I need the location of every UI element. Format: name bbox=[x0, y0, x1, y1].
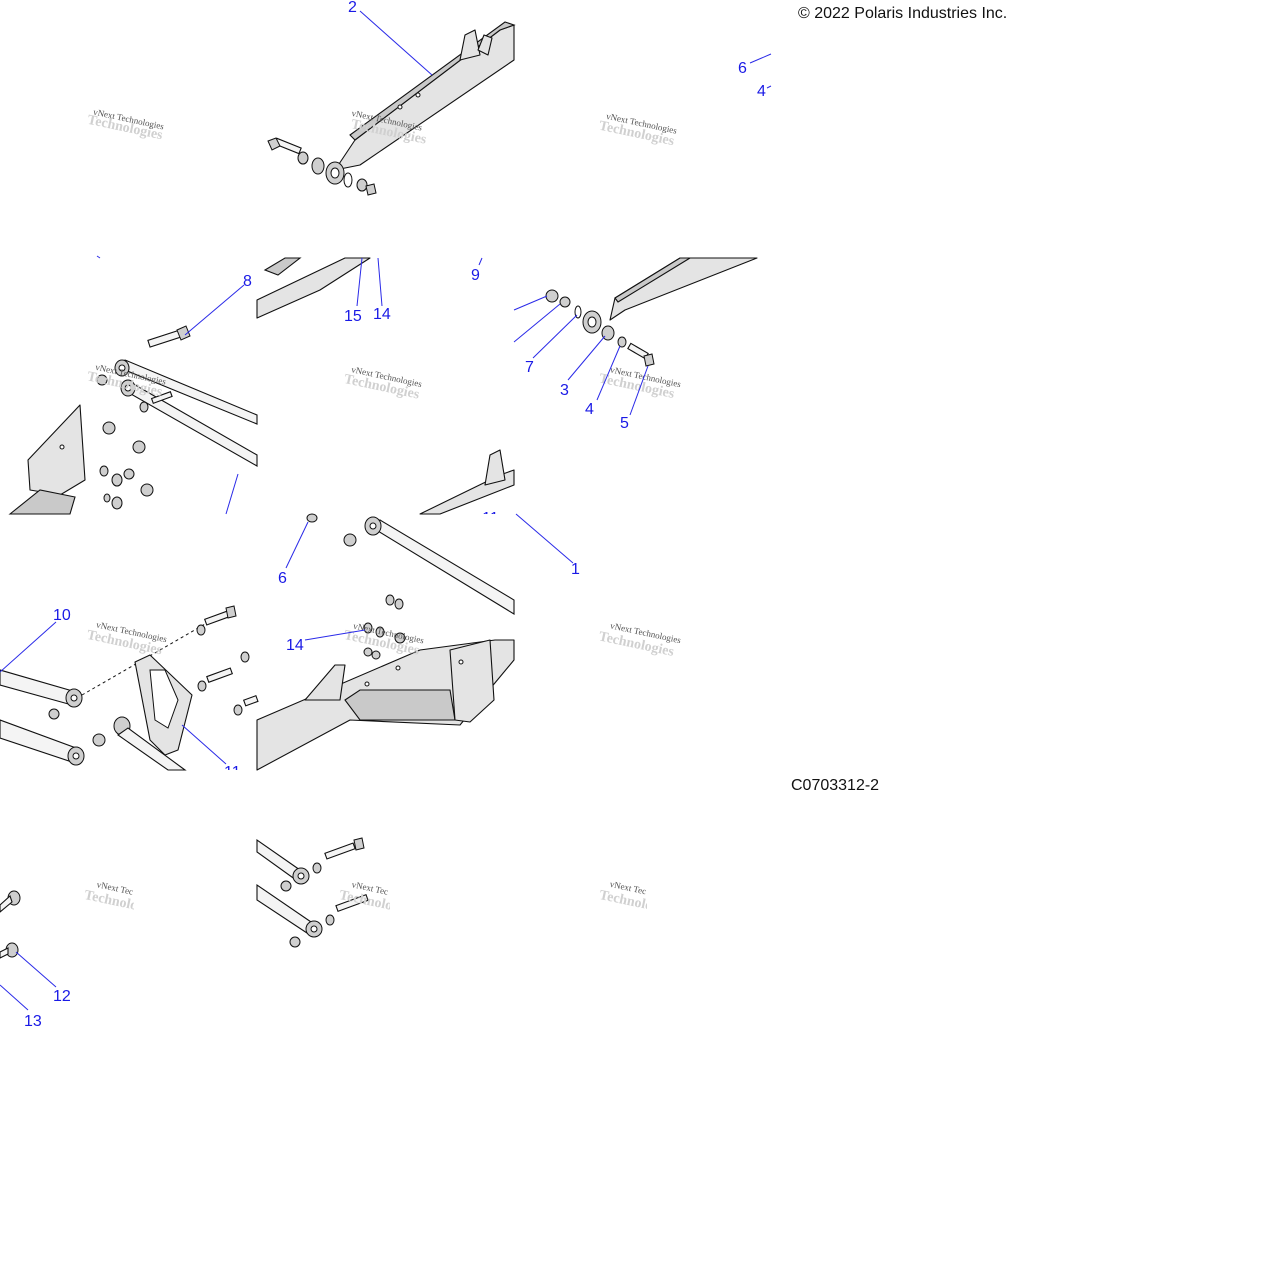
callout-1: 1 bbox=[571, 561, 580, 578]
callout-2: 2 bbox=[348, 0, 357, 16]
rear-bracket-rods-view bbox=[8, 325, 258, 515]
trailing-arm-hardware-view bbox=[545, 257, 758, 367]
callout-4: 4 bbox=[757, 83, 766, 100]
lateral-links-view bbox=[0, 605, 259, 771]
figure-code: C0703312-2 bbox=[791, 777, 879, 794]
lower-frame-view bbox=[256, 449, 515, 771]
callout-9: 9 bbox=[471, 267, 480, 284]
watermark: Technologies vNext Technologies bbox=[597, 620, 682, 660]
watermarks: Technologies vNext Technologies Technolo… bbox=[83, 107, 683, 919]
callout-12: 12 bbox=[53, 988, 71, 1005]
callout-7: 7 bbox=[525, 359, 534, 376]
callout-11: 11 bbox=[224, 764, 241, 781]
callout-13: 13 bbox=[24, 1013, 42, 1030]
leader-lines bbox=[0, 10, 772, 1011]
callout-6: 6 bbox=[738, 60, 747, 77]
watermark: Technologies vNext Technologies bbox=[343, 621, 426, 659]
callout-6: 6 bbox=[278, 570, 287, 587]
copyright-notice: © 2022 Polaris Industries Inc. bbox=[798, 5, 1007, 22]
callout-14: 14 bbox=[373, 306, 391, 323]
callout-10: 10 bbox=[53, 607, 71, 624]
frame-section-view bbox=[256, 257, 371, 319]
callout-5: 5 bbox=[620, 415, 629, 432]
bottom-links-view bbox=[0, 837, 369, 959]
trailing-arm-upper-view bbox=[267, 21, 516, 196]
callout-8: 8 bbox=[243, 273, 252, 290]
callout-3: 3 bbox=[560, 382, 569, 399]
callout-11: 11 bbox=[482, 510, 499, 527]
callout-4: 4 bbox=[585, 401, 594, 418]
watermark: Technologies vNext Technologies bbox=[343, 364, 424, 402]
callout-14: 14 bbox=[286, 637, 304, 654]
watermark: Technologies vNext Technologies bbox=[85, 619, 168, 658]
callout-15: 15 bbox=[344, 308, 362, 325]
watermark: Technologies vNext Technologies bbox=[86, 107, 165, 144]
watermark: Technologies vNext Technologies bbox=[598, 111, 679, 149]
callout-numbers: 2 6 4 8 15 14 9 7 3 4 5 6 1 11 10 14 11 … bbox=[24, 0, 766, 1030]
